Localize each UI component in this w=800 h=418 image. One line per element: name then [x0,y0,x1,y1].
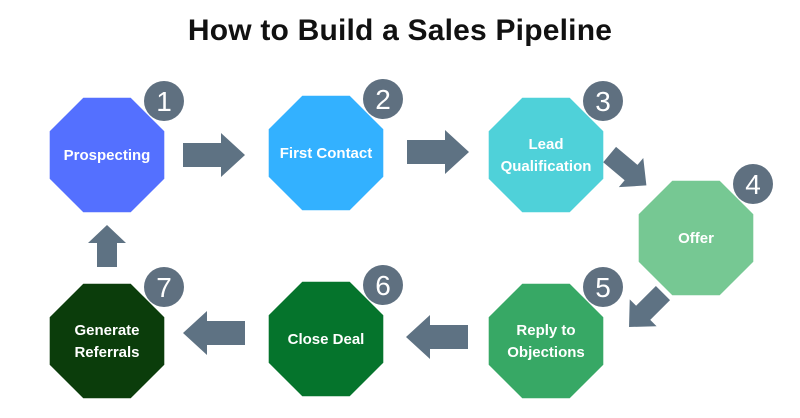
step-2: First Contact 2 [268,79,403,211]
arrow-7-to-1 [88,225,126,267]
step-7-badge [144,267,184,307]
arrow-1-to-2 [183,133,245,177]
step-7-label: Generate [74,322,139,339]
step-7-label: Referrals [74,344,139,361]
step-5-label: Objections [507,344,585,361]
arrow-5-to-6 [406,315,468,359]
step-1: Prospecting 1 [49,81,184,213]
step-3-octagon [488,97,604,213]
step-6: Close Deal 6 [268,265,403,397]
arrow-2-to-3 [407,130,469,174]
step-5-label: Reply to [516,322,575,339]
step-4-octagon [638,180,754,296]
step-6-number: 6 [375,270,391,301]
step-7-number: 7 [156,272,172,303]
step-2-octagon [268,95,384,211]
arrow-3-to-4 [603,146,647,188]
arrow-4-to-5 [629,285,671,327]
step-1-octagon [49,97,165,213]
step-3-label: Qualification [501,158,592,175]
step-5: Reply to Objections 5 [488,267,623,399]
step-4-number: 4 [745,169,761,200]
step-1-badge [144,81,184,121]
step-6-badge [363,265,403,305]
step-4-badge [733,164,773,204]
arrow-6-to-7 [183,311,245,355]
step-6-label: Close Deal [288,331,365,348]
step-5-badge [583,267,623,307]
step-7-octagon [49,283,165,399]
step-2-label: First Contact [280,145,373,162]
step-4: Offer 4 [638,164,773,296]
step-3-label: Lead [528,136,563,153]
step-1-label: Prospecting [64,147,151,164]
step-5-octagon [488,283,604,399]
step-3-number: 3 [595,86,611,117]
step-5-number: 5 [595,272,611,303]
step-2-badge [363,79,403,119]
step-1-number: 1 [156,86,172,117]
step-2-number: 2 [375,84,391,115]
page-title: How to Build a Sales Pipeline [187,14,613,47]
step-6-octagon [268,281,384,397]
step-3-badge [583,81,623,121]
step-4-label: Offer [678,230,714,247]
